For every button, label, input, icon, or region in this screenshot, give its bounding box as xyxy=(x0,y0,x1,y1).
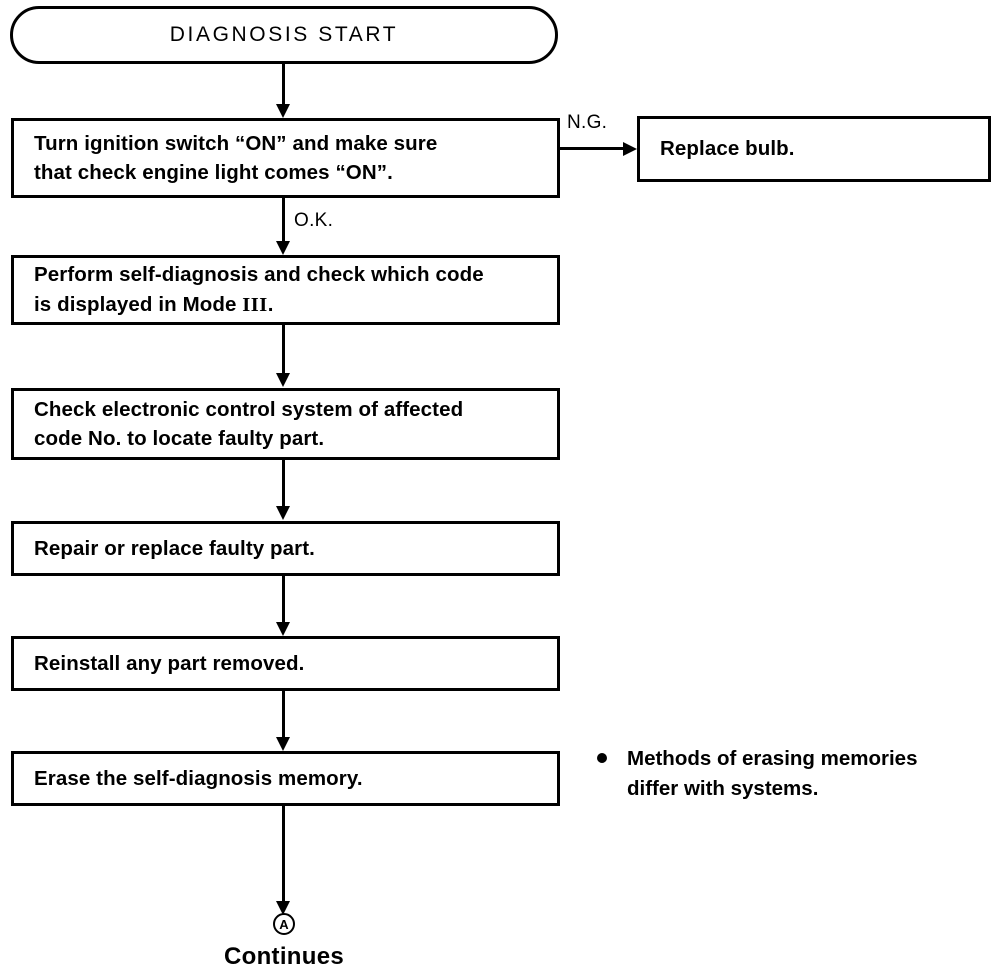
node-repair-or-replace-label: Repair or replace faulty part. xyxy=(34,536,315,560)
node-perform-self-diagnosis-label: Perform self-diagnosis and check which c… xyxy=(14,260,492,319)
node-perform-self-diagnosis-text-before: Perform self-diagnosis and check which c… xyxy=(34,263,484,316)
node-check-electronic-control-system: Check electronic control system of affec… xyxy=(11,388,560,460)
node-turn-ignition-switch-label: Turn ignition switch “ON” and make sure … xyxy=(34,131,438,184)
node-turn-ignition-switch: Turn ignition switch “ON” and make sure … xyxy=(11,118,560,198)
node-reinstall-any-part: Reinstall any part removed. xyxy=(11,636,560,691)
connector-step6-to-ref-a xyxy=(282,806,285,901)
connector-step2-to-step3 xyxy=(282,325,285,373)
arrowhead-step4-to-step5 xyxy=(276,622,290,636)
note-erasing-memories: Methods of erasing memories differ with … xyxy=(597,744,992,805)
connector-ref-a-icon: A xyxy=(273,913,295,935)
arrowhead-step1-to-step2 xyxy=(276,241,290,255)
arrowhead-step3-to-step4 xyxy=(276,506,290,520)
connector-step1-to-replace-bulb xyxy=(560,147,625,150)
connector-step1-to-step2 xyxy=(282,198,285,241)
connector-step4-to-step5 xyxy=(282,576,285,622)
node-repair-or-replace: Repair or replace faulty part. xyxy=(11,521,560,576)
node-diagnosis-start: DIAGNOSIS START xyxy=(10,6,558,64)
node-replace-bulb-label: Replace bulb. xyxy=(660,137,795,161)
node-replace-bulb: Replace bulb. xyxy=(637,116,991,182)
node-perform-self-diagnosis: Perform self-diagnosis and check which c… xyxy=(11,255,560,325)
arrowhead-step2-to-step3 xyxy=(276,373,290,387)
connector-step5-to-step6 xyxy=(282,691,285,737)
connector-step3-to-step4 xyxy=(282,460,285,506)
node-perform-self-diagnosis-text-after: . xyxy=(267,292,274,316)
node-diagnosis-start-label: DIAGNOSIS START xyxy=(169,23,399,47)
note-erasing-memories-text: Methods of erasing memories differ with … xyxy=(627,747,918,801)
mode-roman-numeral: III xyxy=(242,293,268,316)
bullet-icon xyxy=(597,753,607,763)
edge-label-ng: N.G. xyxy=(567,112,608,133)
arrowhead-step5-to-step6 xyxy=(276,737,290,751)
continues-label: Continues xyxy=(223,943,345,970)
arrowhead-step6-to-ref-a xyxy=(276,901,290,915)
node-erase-self-diagnosis-memory: Erase the self-diagnosis memory. xyxy=(11,751,560,806)
node-erase-self-diagnosis-memory-label: Erase the self-diagnosis memory. xyxy=(34,766,363,790)
node-check-electronic-control-system-label: Check electronic control system of affec… xyxy=(34,397,464,450)
node-reinstall-any-part-label: Reinstall any part removed. xyxy=(34,651,305,675)
arrowhead-step1-to-replace-bulb xyxy=(623,141,637,156)
arrowhead-start-to-step1 xyxy=(276,104,290,118)
edge-label-ok: O.K. xyxy=(294,210,334,231)
connector-start-to-step1 xyxy=(282,64,285,104)
